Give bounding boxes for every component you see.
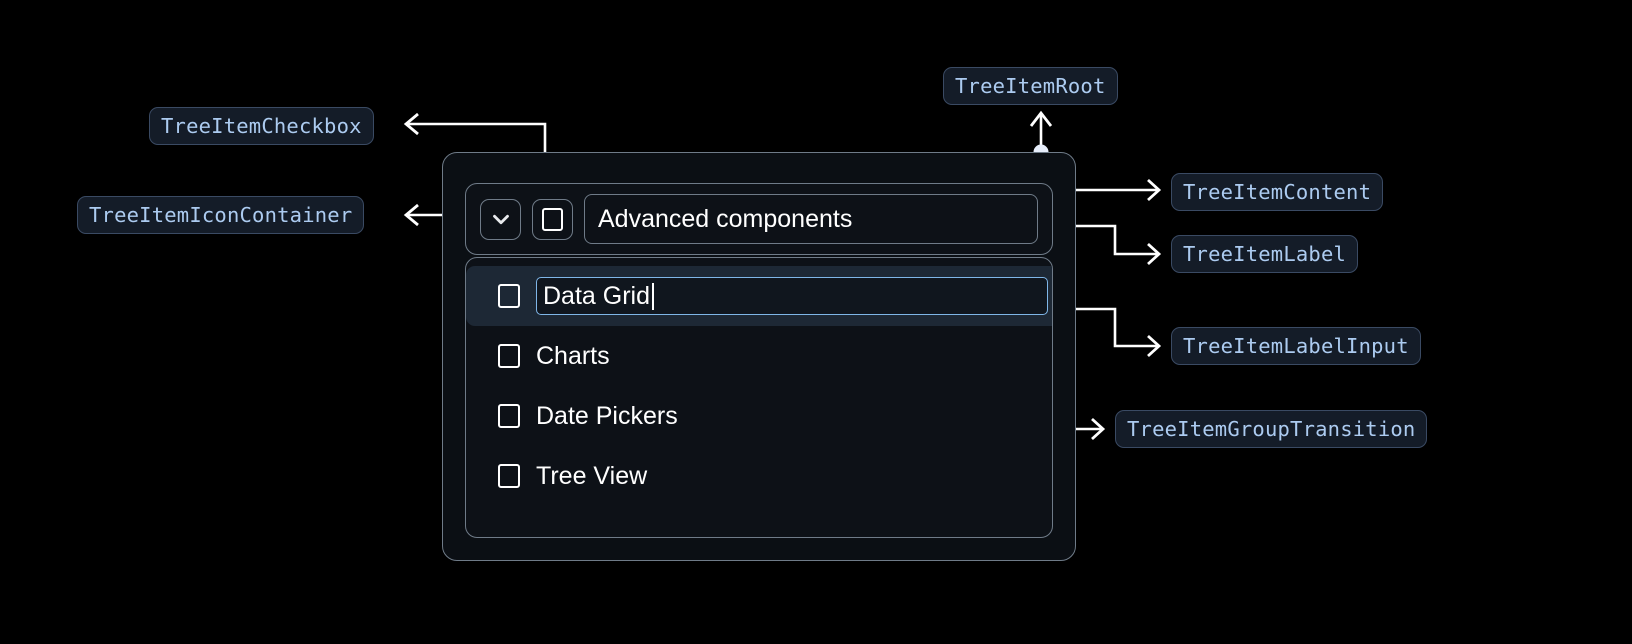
checkbox-box-icon: [542, 207, 563, 231]
tree-item-child-tree-view[interactable]: Tree View: [466, 446, 1052, 506]
tree-item-label-text: Advanced components: [598, 204, 853, 233]
tree-item-label-input-value: Data Grid: [543, 281, 650, 310]
arrowhead-checkbox: [403, 112, 419, 136]
tree-item-label-input[interactable]: Data Grid: [536, 277, 1048, 315]
arrowhead-label: [1147, 242, 1162, 266]
tree-item-checkbox[interactable]: [532, 198, 573, 240]
arrowhead-content: [1147, 178, 1162, 202]
annotation-tree-item-content: TreeItemContent: [1171, 173, 1384, 211]
tree-item-checkbox-date-pickers[interactable]: [498, 404, 520, 428]
tree-item-root[interactable]: Advanced components Data Grid Charts Dat…: [442, 152, 1076, 561]
tree-item-child-charts[interactable]: Charts: [466, 326, 1052, 386]
arrowhead-label-input: [1147, 334, 1162, 358]
annotation-tree-item-checkbox: TreeItemCheckbox: [149, 107, 374, 145]
arrowhead-root: [1029, 110, 1053, 127]
annotation-tree-item-label-input: TreeItemLabelInput: [1171, 327, 1421, 365]
tree-item-child-date-pickers[interactable]: Date Pickers: [466, 386, 1052, 446]
text-caret: [651, 282, 654, 310]
annotation-tree-item-label: TreeItemLabel: [1171, 235, 1359, 273]
tree-item-checkbox-charts[interactable]: [498, 344, 520, 368]
tree-item-checkbox-tree-view[interactable]: [498, 464, 520, 488]
tree-item-label-date-pickers: Date Pickers: [536, 401, 678, 430]
tree-item-label-tree-view: Tree View: [536, 461, 648, 490]
chevron-down-icon: [492, 214, 509, 225]
tree-item-label[interactable]: Advanced components: [584, 194, 1038, 244]
tree-item-content[interactable]: Advanced components: [465, 183, 1053, 255]
tree-item-child-data-grid[interactable]: Data Grid: [466, 266, 1052, 326]
tree-item-label-charts: Charts: [536, 341, 610, 370]
annotation-tree-item-icon-container: TreeItemIconContainer: [77, 196, 365, 234]
tree-item-checkbox-data-grid[interactable]: [498, 284, 520, 308]
tree-item-group-transition: Data Grid Charts Date Pickers Tree View: [465, 257, 1053, 538]
arrowhead-group-transition: [1091, 417, 1106, 441]
arrowhead-icon-container: [403, 203, 419, 227]
annotation-tree-item-root: TreeItemRoot: [943, 67, 1118, 105]
annotation-tree-item-group-transition: TreeItemGroupTransition: [1115, 410, 1428, 448]
tree-item-icon-container[interactable]: [480, 198, 521, 240]
